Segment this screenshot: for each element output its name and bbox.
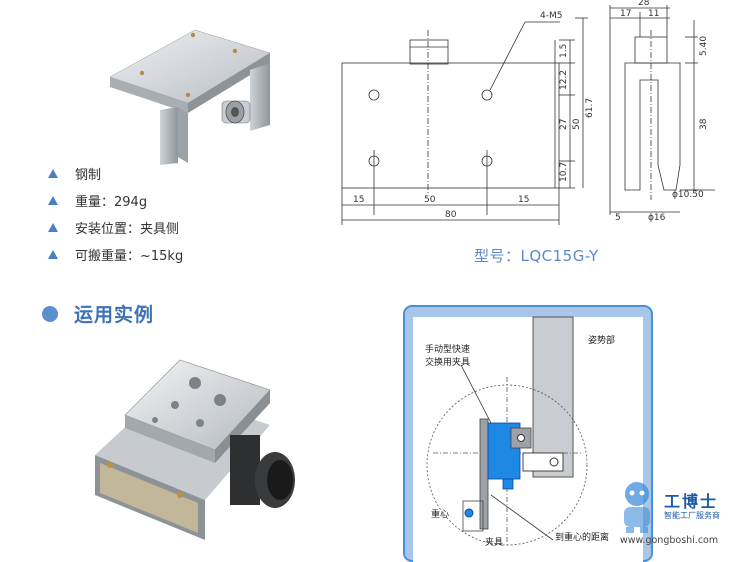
label-center: 重心 <box>431 508 449 520</box>
triangle-bullet-icon <box>48 196 58 205</box>
triangle-bullet-icon <box>48 250 58 259</box>
dim-label: 17 <box>620 9 631 19</box>
label-distance: 到重心的距离 <box>555 531 609 543</box>
label-fixture: 夹具 <box>485 536 503 548</box>
dim-label: 5 <box>615 213 621 223</box>
dim-label: 61.7 <box>585 98 595 118</box>
dim-label: 12.2 <box>559 70 569 90</box>
watermark-subtitle: 智能工厂服务商 <box>664 511 720 520</box>
dim-label: 28 <box>638 0 650 8</box>
dim-label: ϕ10.50 <box>672 190 704 200</box>
front-view-body <box>341 62 560 189</box>
dim-label: ϕ16 <box>648 213 666 223</box>
spec-label: 钢制 <box>75 168 102 183</box>
dim-label: 11 <box>648 9 659 19</box>
label-quick-change-2: 交换用夹具 <box>425 356 470 368</box>
watermark-robot-icon <box>624 482 650 533</box>
spec-label: 安装位置：夹具侧 <box>75 222 180 237</box>
dim-label: 10.7 <box>559 162 569 182</box>
triangle-bullet-icon <box>48 223 58 232</box>
dim-label: 1.5 <box>559 44 569 58</box>
product-photo-bracket <box>109 29 271 165</box>
spec-list: 钢制 重量：294g 安装位置：夹具侧 可搬重量：~15kg <box>44 160 284 268</box>
section-dot-icon <box>42 305 58 322</box>
model-label: 型号：LQC15G-Y <box>474 247 599 265</box>
spec-label: 可搬重量：~15kg <box>75 249 184 264</box>
spec-item: 钢制 <box>44 160 284 187</box>
spec-label: 重量：294g <box>75 195 148 210</box>
dim-label: 80 <box>445 210 457 220</box>
spec-item: 可搬重量：~15kg <box>44 241 284 268</box>
dim-label: 27 <box>559 119 569 130</box>
application-photo <box>95 359 295 540</box>
usage-diagram: 手动型快速 交换用夹具 姿势部 重心 夹具 到重心的距离 <box>403 305 653 562</box>
label-quick-change: 手动型快速 <box>425 343 470 355</box>
technical-drawing: 4-M5 15 50 15 80 1.5 12.2 27 50 61.7 10.… <box>341 0 715 225</box>
dim-label: 15 <box>518 195 529 205</box>
dim-label: 50 <box>572 118 582 130</box>
watermark-title: 工博士 <box>664 492 719 511</box>
section-title: 运用实例 <box>74 304 155 326</box>
label-posture: 姿势部 <box>588 334 615 346</box>
section-header: 运用实例 <box>42 300 154 327</box>
dim-label: 50 <box>424 195 436 205</box>
spec-item: 安装位置：夹具侧 <box>44 214 284 241</box>
dim-label: 38 <box>699 118 709 130</box>
dim-label: 15 <box>353 195 364 205</box>
dim-label: 5.40 <box>699 36 709 56</box>
watermark-url: www.gongboshi.com <box>620 535 719 546</box>
triangle-bullet-icon <box>48 169 58 178</box>
spec-item: 重量：294g <box>44 187 284 214</box>
hole-note: 4-M5 <box>540 11 562 21</box>
